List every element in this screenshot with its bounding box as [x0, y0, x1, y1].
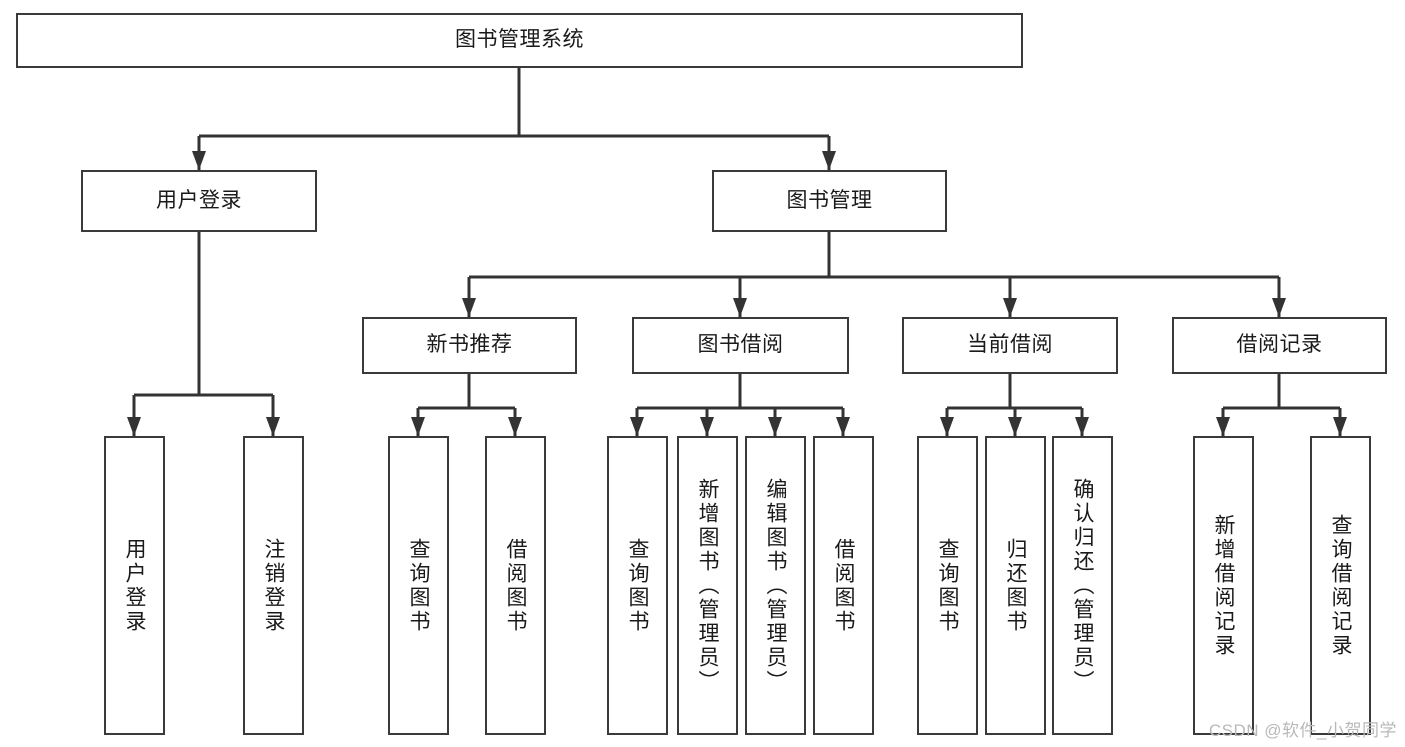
leaf-borrow-lend-book[interactable]: 借阅图书 — [813, 436, 874, 735]
node-root-system[interactable]: 图书管理系统 — [16, 13, 1023, 68]
node-label: 图书借阅 — [697, 333, 784, 357]
node-label: 借阅记录 — [1236, 333, 1323, 357]
leaf-newbook-query-book[interactable]: 查询图书 — [388, 436, 449, 735]
node-label: 用户登录 — [123, 537, 146, 634]
leaf-borrow-edit-book-admin[interactable]: 编辑图书（管理员） — [745, 436, 806, 735]
node-label: 归还图书 — [1004, 537, 1027, 634]
node-label: 查询图书 — [407, 537, 430, 634]
leaf-record-add-borrow-record[interactable]: 新增借阅记录 — [1193, 436, 1254, 735]
leaf-user-login[interactable]: 用户登录 — [104, 436, 165, 735]
node-label: 用户登录 — [156, 188, 242, 212]
node-label: 当前借阅 — [967, 333, 1053, 357]
node-label: 图书管理系统 — [455, 28, 584, 52]
node-label: 确认归还（管理员） — [1071, 477, 1094, 694]
node-current-borrowing[interactable]: 当前借阅 — [902, 317, 1118, 374]
leaf-borrow-add-book-admin[interactable]: 新增图书（管理员） — [677, 436, 738, 735]
node-label: 查询图书 — [626, 537, 649, 634]
node-label: 借阅图书 — [832, 537, 855, 634]
node-label: 查询图书 — [936, 537, 959, 634]
leaf-current-confirm-return-admin[interactable]: 确认归还（管理员） — [1052, 436, 1113, 735]
leaf-record-query-borrow-record[interactable]: 查询借阅记录 — [1310, 436, 1371, 735]
node-user-login-module[interactable]: 用户登录 — [81, 170, 317, 232]
node-label: 图书管理 — [786, 188, 873, 212]
node-book-borrowing[interactable]: 图书借阅 — [632, 317, 849, 374]
leaf-newbook-borrow-book[interactable]: 借阅图书 — [485, 436, 546, 735]
node-label: 编辑图书（管理员） — [764, 477, 787, 694]
node-borrow-records[interactable]: 借阅记录 — [1172, 317, 1387, 374]
leaf-borrow-query-book[interactable]: 查询图书 — [607, 436, 668, 735]
node-book-management-module[interactable]: 图书管理 — [712, 170, 947, 232]
node-label: 新书推荐 — [426, 333, 513, 357]
leaf-current-return-book[interactable]: 归还图书 — [985, 436, 1046, 735]
node-label: 注销登录 — [262, 537, 285, 634]
node-label: 新增借阅记录 — [1212, 513, 1235, 658]
csdn-watermark: CSDN @软件_小贺同学 — [1208, 721, 1397, 740]
node-new-book-recommendation[interactable]: 新书推荐 — [362, 317, 577, 374]
node-label: 查询借阅记录 — [1329, 513, 1352, 658]
node-label: 新增图书（管理员） — [696, 477, 719, 694]
leaf-user-logout[interactable]: 注销登录 — [243, 436, 304, 735]
leaf-current-query-book[interactable]: 查询图书 — [917, 436, 978, 735]
node-label: 借阅图书 — [504, 537, 527, 634]
